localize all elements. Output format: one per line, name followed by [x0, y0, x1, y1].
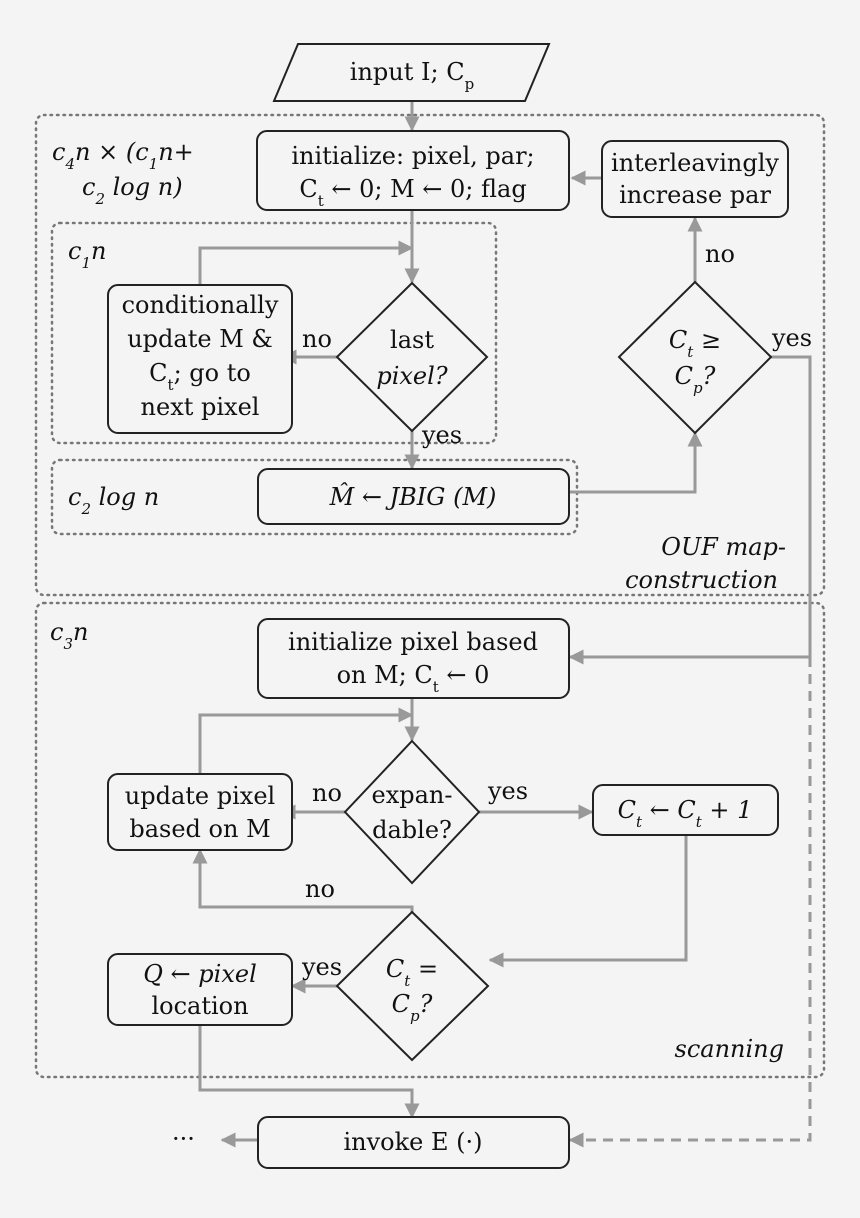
region-map-construction	[34, 113, 826, 597]
increase-par-text-1: interleavingly	[611, 149, 779, 177]
invoke-node: invoke E (·)	[257, 1116, 570, 1169]
map-construction-label-2: construction	[625, 566, 778, 594]
conditional-update-text-3: Ct; go to	[149, 359, 251, 394]
map-construction-label-1: OUF map-	[661, 533, 786, 561]
ct-eq-no-label: no	[305, 875, 335, 903]
ct-eq-cp-text-1: Ct =	[386, 955, 438, 990]
continuation-ellipsis: ···	[172, 1125, 195, 1153]
conditional-update-text-2: update M &	[127, 325, 273, 353]
update-pixel-text-1: update pixel	[125, 782, 275, 810]
last-pixel-yes-label: yes	[421, 421, 462, 449]
conditional-update-text-4: next pixel	[141, 393, 260, 421]
initialize-map-text-1: initialize: pixel, par;	[291, 142, 534, 170]
jbig-node: M̂ ← JBIG (M)	[257, 468, 570, 525]
ct-ge-yes-label: yes	[771, 324, 812, 352]
input-text: input I; Cp	[350, 58, 474, 93]
increment-ct-text: Ct ← Ct + 1	[618, 796, 753, 831]
q-pixel-text-1: Q ← pixel	[143, 960, 257, 988]
outer-complexity-label-2: c2 log n)	[82, 173, 183, 208]
initialize-scan-node: initialize pixel based on M; Ct ← 0	[257, 618, 570, 699]
ct-eq-cp-text-2: Cp?	[392, 990, 433, 1025]
q-pixel-node: Q ← pixel location	[107, 953, 293, 1026]
region-scanning	[34, 601, 826, 1079]
initialize-scan-text-2: on M; Ct ← 0	[337, 661, 490, 696]
increment-ct-node: Ct ← Ct + 1	[592, 784, 779, 836]
increase-par-text-2: increase par	[619, 181, 771, 209]
initialize-map-node: initialize: pixel, par; Ct ← 0; M ← 0; f…	[256, 130, 570, 211]
ct-eq-yes-label: yes	[301, 953, 342, 981]
last-pixel-text-2: pixel?	[376, 362, 447, 390]
ct-ge-no-label: no	[705, 240, 735, 268]
ct-ge-cp-text-2: Cp?	[675, 362, 716, 397]
expandable-text-1: expan-	[372, 781, 453, 809]
q-pixel-text-2: location	[151, 992, 248, 1020]
c2logn-label: c2 log n	[68, 483, 159, 518]
jbig-text: M̂ ← JBIG (M)	[329, 483, 497, 511]
outer-complexity-label-1: c4n × (c1n+	[52, 138, 194, 173]
last-pixel-no-label: no	[302, 325, 332, 353]
input-node: input I; Cp	[272, 43, 551, 102]
connectors	[192, 101, 812, 1148]
c3n-label: c3n	[50, 618, 88, 653]
conditional-update-text-1: conditionally	[122, 291, 279, 319]
scanning-label: scanning	[675, 1035, 784, 1063]
initialize-map-text-2: Ct ← 0; M ← 0; flag	[299, 175, 526, 210]
c1n-label: c1n	[68, 237, 106, 272]
expandable-yes-label: yes	[487, 777, 528, 805]
last-pixel-decision: last pixel?	[335, 281, 489, 433]
last-pixel-text-1: last	[390, 326, 434, 354]
initialize-scan-text-1: initialize pixel based	[288, 628, 538, 656]
expandable-no-label: no	[312, 779, 342, 807]
ct-eq-cp-decision: Ct = Cp?	[335, 910, 490, 1062]
expandable-decision: expan- dable?	[343, 739, 481, 885]
invoke-text: invoke E (·)	[343, 1128, 482, 1156]
update-pixel-node: update pixel based on M	[107, 773, 293, 851]
ct-ge-cp-decision: Ct ≥ Cp?	[617, 280, 773, 435]
expandable-text-2: dable?	[372, 816, 452, 844]
region-c2logn	[50, 458, 579, 536]
increase-par-node: interleavingly increase par	[601, 140, 789, 218]
region-c1n	[50, 221, 498, 445]
conditional-update-node: conditionally update M & Ct; go to next …	[107, 284, 293, 434]
update-pixel-text-2: based on M	[129, 815, 270, 843]
ct-ge-cp-text-1: Ct ≥	[669, 326, 721, 361]
